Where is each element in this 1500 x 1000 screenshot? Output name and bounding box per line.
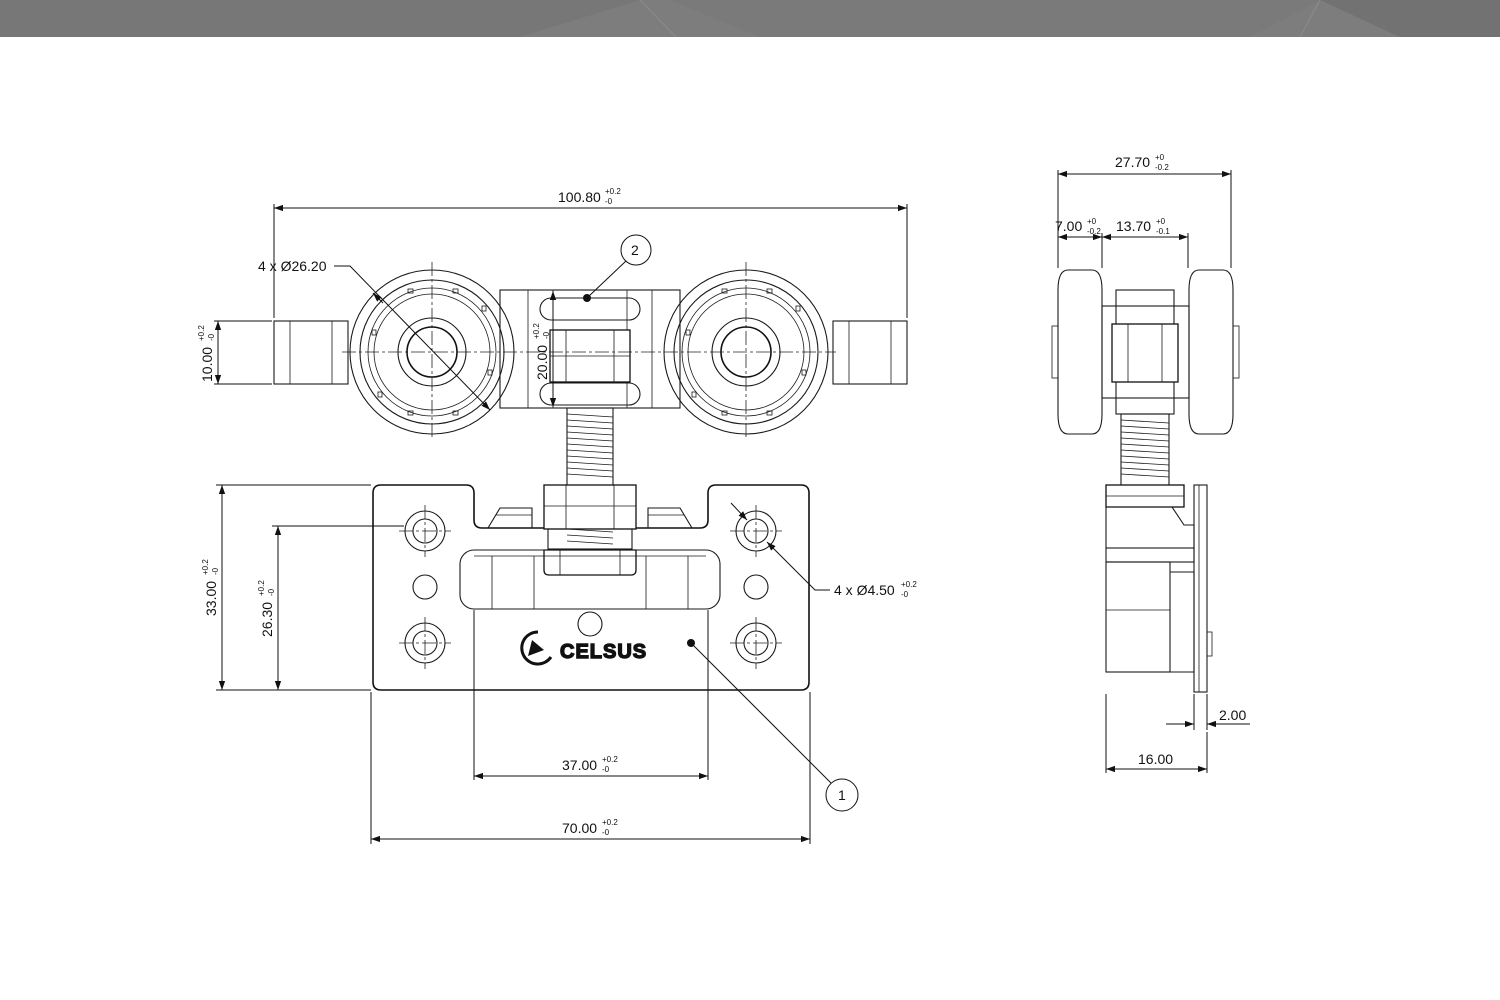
dim-overall-width: 100.80 +0.2 -0 [558,187,621,206]
svg-text:+0.2: +0.2 [901,580,917,589]
svg-text:70.00: 70.00 [562,820,597,836]
mounting-hole-br [730,617,782,669]
dim-axle-height: 10.00 +0.2 -0 [197,325,216,382]
dim-hole-diameter: 4 x Ø4.50 +0.2 -0 [834,580,917,599]
svg-text:+0: +0 [1155,153,1165,162]
side-wheel-left [1057,269,1103,435]
svg-text:+0.2: +0.2 [602,755,618,764]
dim-wheel-width: 7.00 +0 -0.2 [1055,217,1101,236]
svg-text:+0.2: +0.2 [201,559,210,575]
dimension-labels: 100.80 +0.2 -0 4 x Ø26.20 10.00 +0.2 -0 … [197,153,1246,837]
lock-nut [543,484,637,530]
svg-text:+0.2: +0.2 [532,323,541,339]
mounting-plate: CELSUS [372,484,810,691]
body-slot-top [539,297,641,321]
callout-2-circle [620,234,652,266]
callout-2-label: 2 [631,242,639,258]
front-view-trolley [273,262,908,487]
dim-body-height: 20.00 +0.2 -0 [532,323,551,380]
svg-text:4 x Ø4.50: 4 x Ø4.50 [834,582,895,598]
dim-plate-thickness: 2.00 [1219,707,1246,723]
plate-hole-center [577,611,603,637]
svg-text:-0: -0 [267,588,276,596]
callout-1-dot [687,639,695,647]
dim-slot-width: 37.00 +0.2 -0 [562,755,618,774]
svg-text:CELSUS: CELSUS [560,641,647,663]
dim-side-width: 27.70 +0 -0.2 [1115,153,1169,172]
mounting-hole-bl [399,617,451,669]
svg-text:7.00: 7.00 [1055,218,1082,234]
svg-text:20.00: 20.00 [534,345,550,380]
svg-text:-0: -0 [602,765,610,774]
svg-text:-0.2: -0.2 [1087,227,1101,236]
side-wheel-right [1188,269,1234,435]
svg-text:-0.2: -0.2 [1155,163,1169,172]
dim-plate-height: 33.00 +0.2 -0 [201,559,220,616]
svg-text:16.00: 16.00 [1138,751,1173,767]
side-view [1051,269,1240,693]
svg-text:100.80: 100.80 [558,189,601,205]
bolt-head [543,549,637,576]
svg-text:-0: -0 [542,331,551,339]
callout-1-label: 1 [838,787,846,803]
threaded-rod [566,407,614,487]
svg-text:13.70: 13.70 [1116,218,1151,234]
dim-bracket-depth: 16.00 [1138,751,1173,767]
svg-text:2.00: 2.00 [1219,707,1246,723]
svg-text:+0.2: +0.2 [197,325,206,341]
celsus-logo: CELSUS [520,630,647,666]
svg-text:10.00: 10.00 [199,347,215,382]
right-axle-stub [832,320,908,385]
svg-text:-0: -0 [207,333,216,341]
dim-hole-spacing: 26.30 +0.2 -0 [257,580,276,637]
callout-1-circle [825,778,859,812]
svg-text:+0.2: +0.2 [602,818,618,827]
svg-text:+0.2: +0.2 [605,187,621,196]
svg-text:+0: +0 [1087,217,1097,226]
left-axle-stub [273,320,349,385]
mounting-hole-tl [399,505,451,557]
svg-text:-0: -0 [901,590,909,599]
svg-text:-0.1: -0.1 [1156,227,1170,236]
mounting-hole-tr [730,505,782,557]
dim-plate-width: 70.00 +0.2 -0 [562,818,618,837]
svg-text:37.00: 37.00 [562,757,597,773]
svg-text:4 x Ø26.20: 4 x Ø26.20 [258,258,327,274]
body-slot-bottom [539,382,641,406]
callout-2-dot [583,294,591,302]
dimension-lines [214,170,1250,844]
svg-text:26.30: 26.30 [259,602,275,637]
svg-text:-0: -0 [605,197,613,206]
plate-hole-left [412,574,438,600]
dim-wheel-gap: 13.70 +0 -0.1 [1116,217,1170,236]
plate-slot [459,549,721,610]
plate-hole-right [743,574,769,600]
svg-text:-0: -0 [211,567,220,575]
dim-wheel-diameter: 4 x Ø26.20 [258,258,327,274]
svg-text:+0.2: +0.2 [257,580,266,596]
svg-text:-0: -0 [602,828,610,837]
side-plate [1193,484,1208,693]
svg-text:+0: +0 [1156,217,1166,226]
svg-text:27.70: 27.70 [1115,154,1150,170]
svg-text:33.00: 33.00 [203,581,219,616]
header-band [0,0,1500,37]
